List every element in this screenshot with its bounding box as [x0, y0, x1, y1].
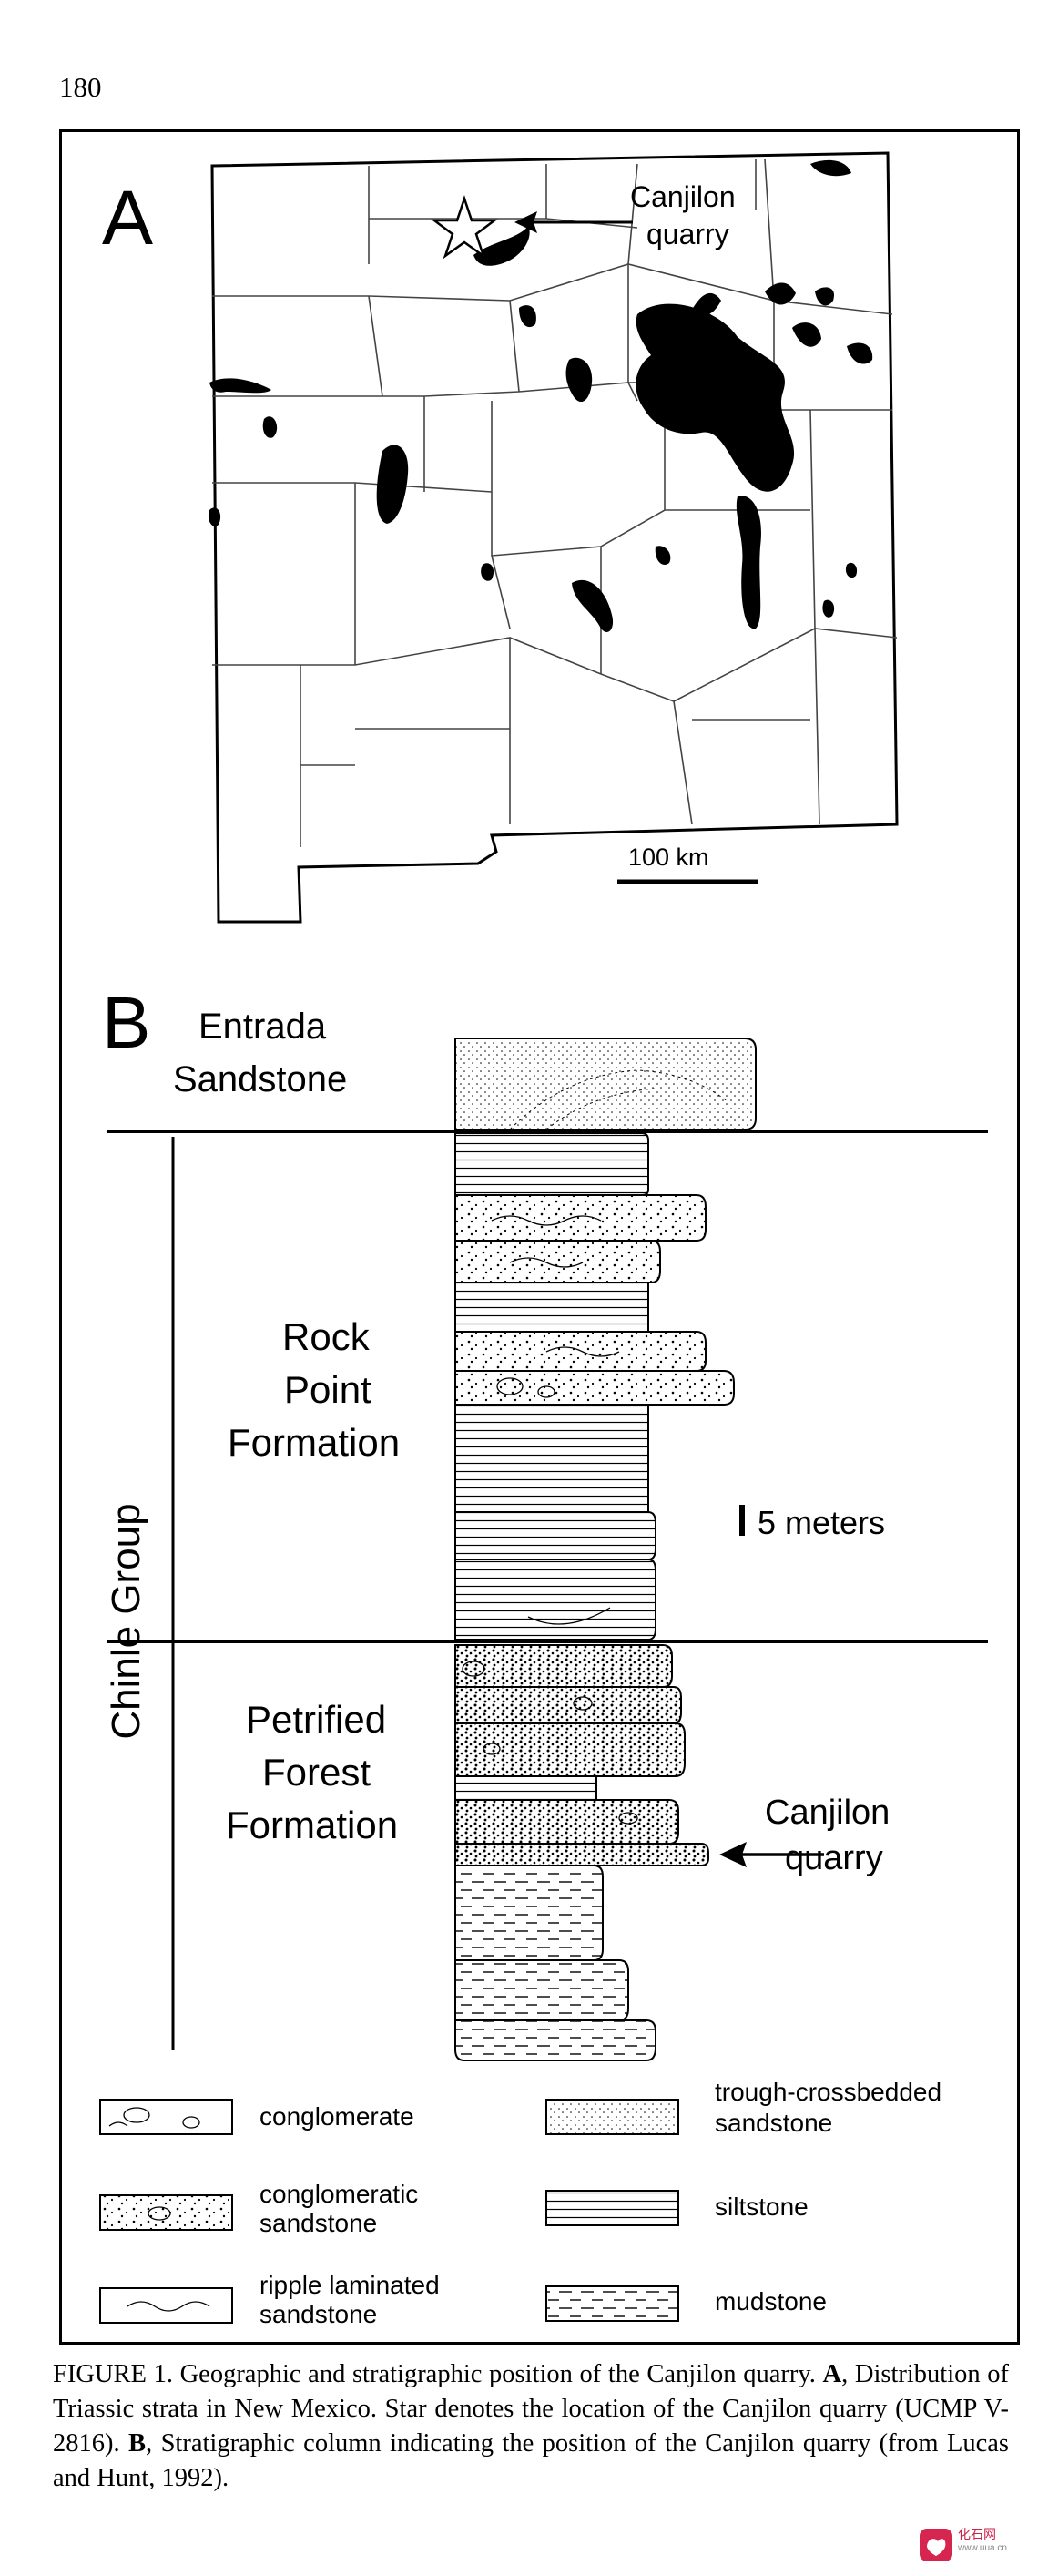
- bed-pf-7: [454, 1865, 604, 1961]
- legend-label-conglomeratic-line1: conglomeratic: [260, 2180, 418, 2208]
- map-callout-line2: quarry: [646, 218, 729, 250]
- map-scale-label: 100 km: [628, 843, 709, 871]
- bed-rp-4: [454, 1282, 649, 1333]
- watermark-text: 化石网: [958, 2527, 996, 2541]
- legend: [99, 2099, 679, 2324]
- bed-pf-3: [454, 1722, 686, 1777]
- bed-rp-2: [454, 1194, 707, 1242]
- column-scale-label: 5 meters: [758, 1504, 885, 1541]
- map-callout-line1: Canjilon: [630, 180, 736, 213]
- bed-pf-1: [454, 1644, 673, 1688]
- bed-rp-3: [454, 1240, 661, 1283]
- legend-swatch-conglomeratic-sandstone: [99, 2194, 233, 2231]
- panel-b-label: B: [102, 982, 150, 1063]
- quarry-star: [431, 195, 498, 260]
- rock-point-line3: Formation: [228, 1421, 400, 1464]
- bed-pf-8: [454, 1959, 629, 2021]
- bed-entrada: [454, 1038, 757, 1130]
- entrada-line2: Sandstone: [173, 1059, 347, 1099]
- legend-label-conglomerate: conglomerate: [260, 2102, 414, 2131]
- legend-label-siltstone: siltstone: [715, 2193, 809, 2221]
- bed-pf-6: [454, 1843, 709, 1866]
- quarry-arrow-head: [719, 1842, 747, 1867]
- site-watermark: 化石网 www.uua.cn: [918, 2523, 1027, 2569]
- bed-rp-7: [454, 1404, 649, 1513]
- bed-pf-4: [454, 1775, 597, 1801]
- bed-rp-8: [454, 1511, 656, 1560]
- caption-a-label: A: [822, 2360, 842, 2388]
- panel-a-label: A: [102, 175, 153, 261]
- legend-label-ripple-line1: ripple laminated: [260, 2271, 440, 2299]
- legend-swatch-conglomerate: [99, 2099, 233, 2135]
- column-callout-line2: quarry: [785, 1839, 883, 1877]
- legend-label-mudstone: mudstone: [715, 2287, 827, 2315]
- column-callout-line1: Canjilon: [765, 1794, 890, 1832]
- bed-rp-6: [454, 1370, 735, 1406]
- figure-frame: [59, 129, 1020, 2345]
- figure-caption: FIGURE 1. Geographic and stratigraphic p…: [53, 2357, 1009, 2496]
- chinle-group-label: Chinle Group: [104, 1503, 148, 1739]
- bed-pf-9: [454, 2019, 656, 2061]
- caption-a-text: , Distribution of Triassic strata in New…: [53, 2360, 1010, 2458]
- figure-graphic: A: [99, 151, 988, 2328]
- caption-lead: FIGURE 1. Geographic and stratigraphic p…: [53, 2360, 823, 2388]
- caption-b-label: B: [128, 2429, 147, 2458]
- page-number: 180: [59, 71, 102, 103]
- legend-label-ripple-line2: sandstone: [260, 2300, 377, 2328]
- rock-point-ripples: [491, 1215, 620, 1625]
- panel-a-map: A: [102, 151, 899, 924]
- callout-arrow-head: [514, 211, 537, 233]
- petrified-forest-line3: Formation: [226, 1804, 398, 1846]
- legend-swatch-trough-crossbedded-sandstone: [545, 2099, 679, 2135]
- legend-label-conglomeratic-line2: sandstone: [260, 2209, 377, 2237]
- caption-b-text: , Stratigraphic column indicating the po…: [53, 2429, 1009, 2492]
- entrada-line1: Entrada: [198, 1007, 327, 1047]
- triassic-outcrops: [208, 159, 873, 633]
- panel-b-column: B Entrada Sandstone Rock Point Formation…: [102, 982, 988, 2061]
- bed-pf-5: [454, 1799, 679, 1845]
- county-boundaries: [212, 158, 898, 847]
- legend-swatch-ripple-laminated-sandstone: [99, 2287, 233, 2324]
- watermark-logo-icon: [920, 2529, 952, 2561]
- bed-rp-9: [454, 1559, 656, 1641]
- petrified-forest-line1: Petrified: [246, 1698, 386, 1741]
- rock-point-line1: Rock: [282, 1315, 371, 1358]
- petrified-forest-line2: Forest: [262, 1751, 371, 1794]
- watermark-subtext: www.uua.cn: [958, 2543, 1007, 2553]
- state-outline: [210, 151, 899, 924]
- legend-swatch-mudstone: [545, 2285, 679, 2322]
- entrada-crossbeds: [509, 1069, 729, 1130]
- legend-label-trough-line2: sandstone: [715, 2109, 832, 2137]
- legend-label-trough-line1: trough-crossbedded: [715, 2078, 941, 2106]
- petrified-forest-clasts: [462, 1661, 638, 1825]
- rock-point-line2: Point: [284, 1368, 371, 1411]
- bed-rp-1: [454, 1132, 649, 1196]
- bed-pf-2: [454, 1686, 682, 1724]
- legend-swatch-siltstone: [545, 2190, 679, 2226]
